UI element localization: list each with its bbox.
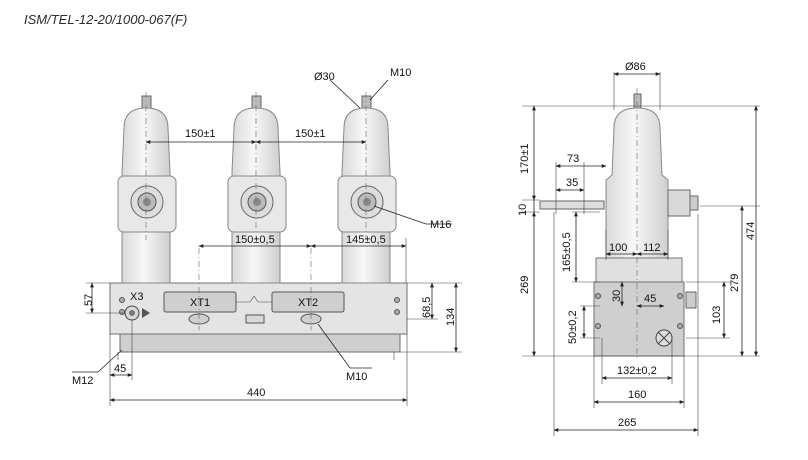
dim-m16: M16	[430, 219, 451, 231]
dim-68-5: 68,5	[421, 297, 433, 318]
dim-pitch-2: 150±1	[295, 128, 326, 140]
front-view: XT1 XT2 X3 Ø30 M10 150±1 150±1 M16	[72, 67, 462, 406]
dim-474: 474	[745, 222, 757, 240]
side-base-housing	[593, 281, 685, 357]
base-housing	[109, 282, 408, 335]
dim-265: 265	[618, 417, 636, 429]
dim-35: 35	[566, 177, 578, 189]
dim-side-45: 45	[644, 293, 656, 305]
dim-hole-2: 145±0,5	[346, 234, 386, 246]
dim-440: 440	[247, 387, 265, 399]
base-lower-plate	[119, 333, 401, 353]
dim-165: 165±0,5	[561, 232, 573, 272]
side-terminal-rod	[539, 200, 605, 210]
pole-2	[227, 95, 287, 284]
dim-m10-top: M10	[390, 67, 411, 79]
dim-279: 279	[729, 274, 741, 292]
xt2-label: XT2	[298, 297, 318, 309]
dim-50: 50±0,2	[567, 310, 579, 344]
dim-57: 57	[83, 294, 95, 306]
dim-170: 170±1	[519, 143, 531, 174]
drawing-title: ISM/TEL-12-20/1000-067(F)	[24, 12, 187, 27]
side-terminal-nut	[667, 189, 691, 217]
dim-73: 73	[567, 153, 579, 165]
dim-134: 134	[445, 308, 457, 326]
dim-160: 160	[628, 389, 646, 401]
side-base-upper	[595, 257, 683, 283]
dim-132: 132±0,2	[617, 365, 657, 377]
dim-103: 103	[711, 306, 723, 324]
dim-d30: Ø30	[314, 71, 335, 83]
dim-112: 112	[643, 242, 661, 254]
x3-label: X3	[130, 291, 143, 303]
side-view: Ø86 170±1 10 269 73 35 165±0,5 100 112	[517, 61, 760, 436]
pole-3	[337, 95, 397, 284]
dim-m10-bottom: M10	[346, 371, 367, 383]
xt1-label: XT1	[190, 297, 210, 309]
dim-30: 30	[611, 290, 623, 302]
dim-10: 10	[517, 204, 529, 216]
dim-269: 269	[519, 276, 531, 294]
pole-1	[117, 95, 177, 284]
dim-45: 45	[114, 363, 126, 375]
dim-m12: M12	[72, 375, 93, 387]
dim-100: 100	[609, 242, 627, 254]
dim-pitch-1: 150±1	[185, 128, 216, 140]
dim-hole-1: 150±0,5	[235, 234, 275, 246]
link-bar	[245, 314, 265, 324]
dim-d86: Ø86	[625, 61, 646, 73]
